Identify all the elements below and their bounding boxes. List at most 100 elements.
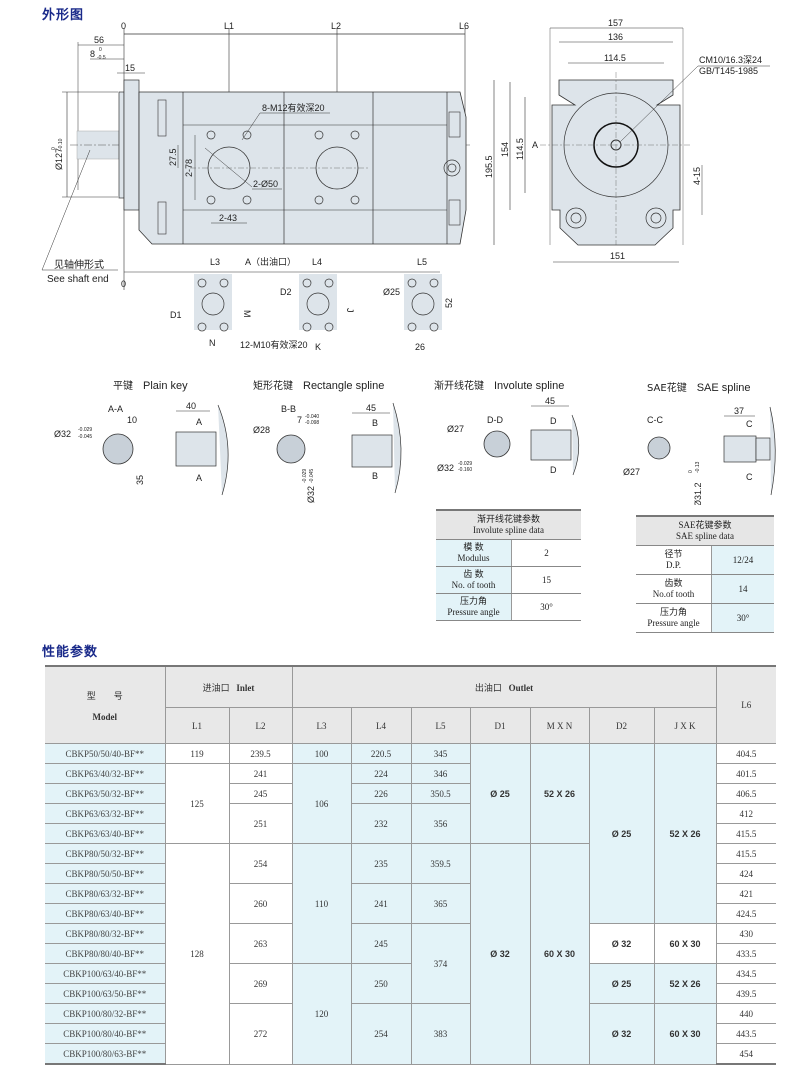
d2-cell: Ø 32 bbox=[589, 1003, 655, 1065]
l2-cell: 263 bbox=[229, 923, 293, 964]
header-l6: L6 bbox=[716, 665, 777, 744]
sae-dia: Ø31.2 bbox=[693, 482, 703, 505]
table-row: CBKP80/80/32-BF** 263 245 374 Ø 32 60 X … bbox=[45, 923, 777, 1004]
model-cell: CBKP80/63/32-BF** bbox=[45, 883, 166, 904]
l3-cell: 100 bbox=[292, 743, 352, 764]
l2-cell: 254 bbox=[229, 843, 293, 884]
dim-114-5-side: 114.5 bbox=[515, 138, 525, 160]
l5-cell: 345 bbox=[411, 743, 471, 764]
dim-195-5: 195.5 bbox=[484, 155, 494, 178]
datum-l2: L2 bbox=[331, 21, 341, 31]
l4-cell: 250 bbox=[351, 963, 412, 1004]
holes-note-m10: 12-M10有效深20 bbox=[240, 339, 308, 350]
dim-52: 52 bbox=[444, 298, 454, 308]
outlet-ports-drawing: A（出油口） L3 L4 L5 D1 D2 Ø25 M J 52 N K 26 … bbox=[170, 256, 454, 352]
table-row: CBKP80/50/32-BF** 128 254 110 235 359.5 … bbox=[45, 843, 777, 1065]
model-cell: CBKP80/50/50-BF** bbox=[45, 863, 166, 884]
dim-2-78: 2-78 bbox=[184, 159, 194, 177]
rect-spline-key-width: 7 bbox=[297, 415, 302, 425]
model-cell: CBKP100/80/63-BF** bbox=[45, 1043, 166, 1065]
sae-length: 37 bbox=[734, 406, 744, 416]
table-row: CBKP50/50/40-BF** 119 239.5 100 220.5 34… bbox=[45, 743, 777, 924]
rect-spline-dia-tol-upper: -0.029 bbox=[302, 469, 308, 483]
label-d25: Ø25 bbox=[383, 287, 400, 297]
table-row: CBKP63/40/32-BF** 125 241 106 224 346 40… bbox=[45, 763, 777, 844]
model-cell: CBKP63/40/32-BF** bbox=[45, 763, 166, 784]
rect-spline-cut-b2: B bbox=[372, 471, 378, 481]
l4-cell: 235 bbox=[351, 843, 412, 884]
sae-cut-c2: C bbox=[746, 472, 753, 482]
table-row: CBKP100/80/40-BF** 443.5 bbox=[45, 1023, 777, 1044]
table-row: CBKP63/63/40-BF** 415.5 bbox=[45, 823, 777, 844]
dim-136: 136 bbox=[608, 32, 623, 42]
dim-8: 8 bbox=[90, 49, 95, 59]
header-inlet: 进油口 Inlet bbox=[165, 665, 293, 708]
table-row: CBKP100/80/32-BF** 272 254 383 Ø 32 60 X… bbox=[45, 1003, 777, 1065]
datum-l1: L1 bbox=[224, 21, 234, 31]
l2-cell: 269 bbox=[229, 963, 293, 1004]
dim-26: 26 bbox=[415, 342, 425, 352]
model-cell: CBKP80/80/32-BF** bbox=[45, 923, 166, 944]
end-view-drawing: 157 136 114.5 195.5 154 114.5 A 151 4-15… bbox=[484, 18, 770, 263]
shaft-end-drawings: A-A 10 Ø32 -0.029 -0.045 35 40 A A B-B 7… bbox=[54, 396, 776, 505]
header-mxn: M X N bbox=[530, 707, 590, 744]
plain-key-height: 35 bbox=[135, 475, 145, 485]
model-cell: CBKP100/63/40-BF** bbox=[45, 963, 166, 984]
l1-cell: 128 bbox=[165, 843, 230, 1065]
l6-cell: 412 bbox=[716, 803, 777, 824]
l1-cell: 125 bbox=[165, 763, 230, 844]
outlet-view-title: A（出油口） bbox=[245, 256, 296, 267]
jxk-cell: 60 X 30 bbox=[654, 1003, 717, 1065]
plain-key-cut-a: A bbox=[196, 417, 202, 427]
outline-drawing-title: 外形图 bbox=[42, 8, 85, 23]
model-cell: CBKP63/50/32-BF** bbox=[45, 783, 166, 804]
involute-section: D-D bbox=[487, 415, 503, 425]
dim-151: 151 bbox=[610, 251, 625, 261]
header-l4: L4 bbox=[351, 707, 412, 744]
l4-cell: 224 bbox=[351, 763, 412, 784]
l6-cell: 434.5 bbox=[716, 963, 777, 984]
plain-key-section: A-A bbox=[108, 404, 123, 414]
dim-8-tol-lower: -0.5 bbox=[97, 55, 106, 61]
model-cell: CBKP100/80/32-BF** bbox=[45, 1003, 166, 1024]
bottom-datum-0: 0 bbox=[121, 279, 126, 289]
header-d1: D1 bbox=[470, 707, 531, 744]
mxn-cell: 52 X 26 bbox=[530, 743, 590, 844]
table-row: CBKP63/50/32-BF** 245 226 350.5 406.5 bbox=[45, 783, 777, 804]
l5-cell: 346 bbox=[411, 763, 471, 784]
table-row: CBKP100/63/50-BF** 439.5 bbox=[45, 983, 777, 1004]
involute-cut-d2: D bbox=[550, 465, 557, 475]
rect-spline-dia-tol-lower: -0.045 bbox=[309, 469, 315, 483]
dim-56: 56 bbox=[94, 35, 104, 45]
header-d2: D2 bbox=[589, 707, 655, 744]
table-row: CBKP80/63/32-BF** 260 241 365 421 bbox=[45, 883, 777, 924]
l6-cell: 415.5 bbox=[716, 843, 777, 864]
label-j: J bbox=[345, 308, 355, 313]
section-a-marker: A bbox=[532, 140, 538, 150]
model-cell: CBKP63/63/40-BF** bbox=[45, 823, 166, 844]
l6-cell: 424.5 bbox=[716, 903, 777, 924]
thread-note-1: CM10/16.3深24 bbox=[699, 55, 762, 65]
header-l2: L2 bbox=[229, 707, 293, 744]
l2-cell: 260 bbox=[229, 883, 293, 924]
l5-cell: 356 bbox=[411, 803, 471, 844]
shaft-note-en: See shaft end bbox=[47, 274, 109, 285]
l3-cell: 120 bbox=[292, 963, 352, 1065]
l6-cell: 404.5 bbox=[716, 743, 777, 764]
rect-spline-key-tol-upper: -0.040 bbox=[305, 414, 319, 420]
sae-section: C-C bbox=[647, 415, 663, 425]
l5-cell: 359.5 bbox=[411, 843, 471, 884]
l6-cell: 433.5 bbox=[716, 943, 777, 964]
rect-spline-minor-dia: Ø28 bbox=[253, 425, 270, 435]
model-cell: CBKP80/50/32-BF** bbox=[45, 843, 166, 864]
header-l1: L1 bbox=[165, 707, 230, 744]
header-l5: L5 bbox=[411, 707, 471, 744]
